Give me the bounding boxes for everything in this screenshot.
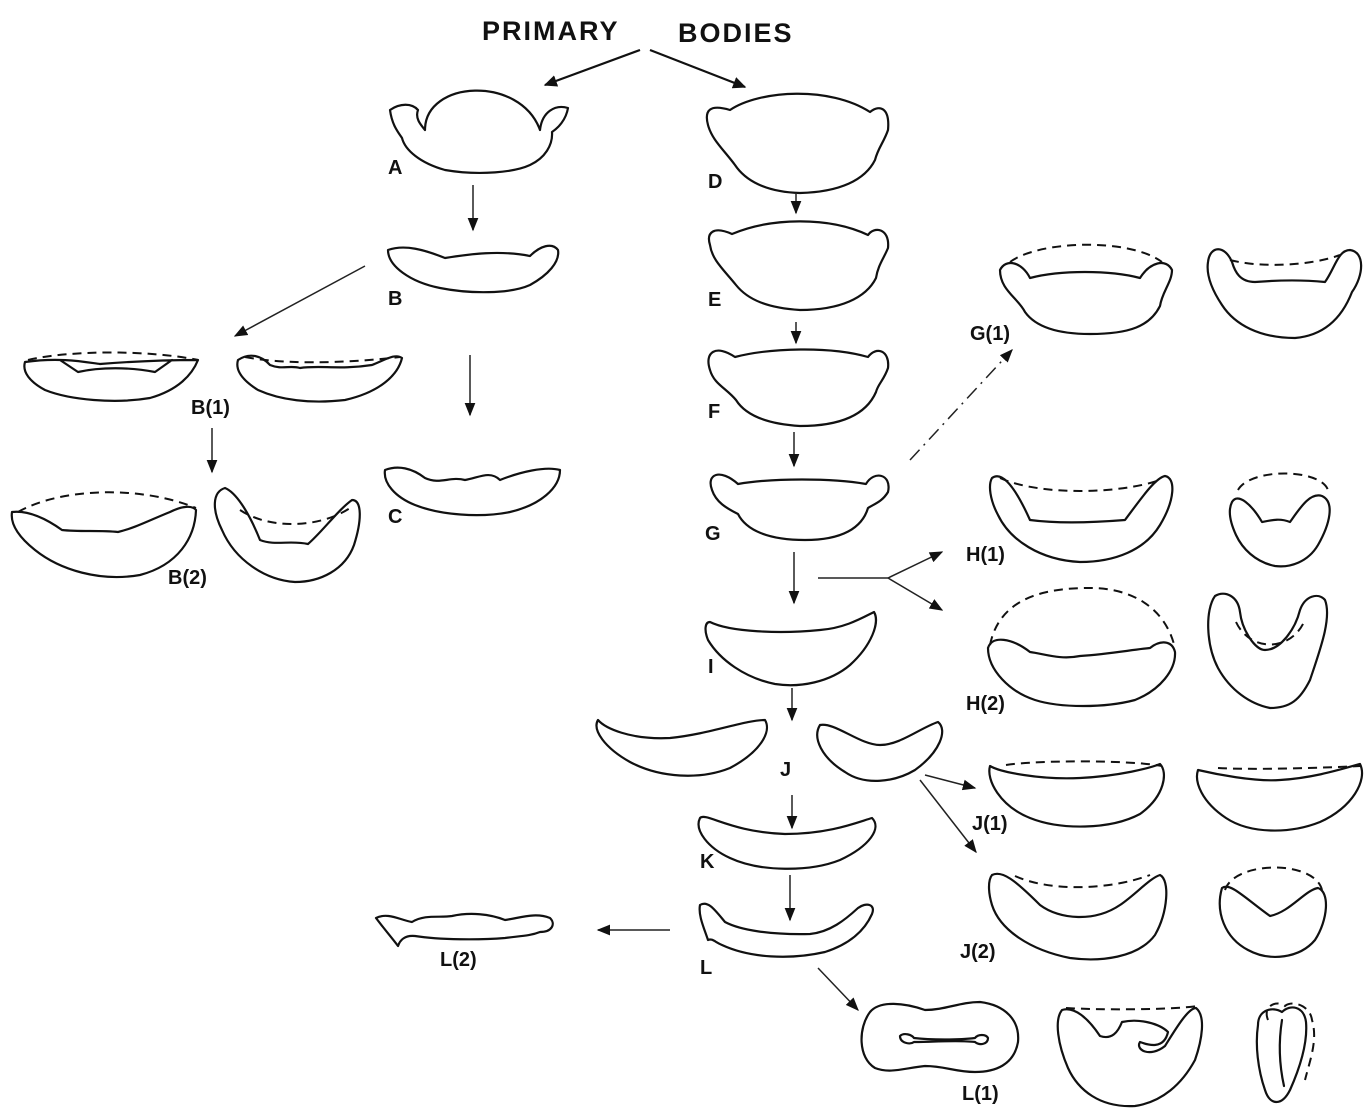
body-h2-view-2: [1207, 592, 1329, 710]
body-j-view-2: [816, 720, 944, 782]
body-h1-view-2: [1228, 472, 1331, 568]
title-bodies: BODIES: [678, 18, 794, 48]
body-b2-view-1: [10, 491, 198, 579]
label-e: E: [708, 289, 721, 311]
body-j1-view-1: [988, 760, 1166, 828]
label-h1: H(1): [966, 544, 1005, 566]
body-g: [709, 473, 890, 542]
body-j1-view-2: [1195, 762, 1364, 832]
body-f: [707, 348, 890, 428]
label-j1: J(1): [972, 813, 1008, 835]
body-b2-view-2: [213, 486, 361, 584]
arrow-g-to-g1: [909, 349, 1013, 461]
label-f: F: [708, 401, 720, 423]
body-l: [698, 902, 874, 958]
body-c: [383, 466, 562, 517]
body-l1-view-1: [860, 1000, 1020, 1074]
arrow-j-to-j1: [924, 774, 977, 791]
label-l2: L(2): [440, 949, 477, 971]
body-b1-view-2: [236, 354, 404, 403]
body-h1-view-1: [988, 474, 1174, 564]
body-e: [707, 220, 890, 312]
label-c: C: [388, 506, 402, 528]
body-j2-view-2: [1218, 866, 1328, 958]
label-b: B: [388, 288, 402, 310]
label-b1: B(1): [191, 397, 230, 419]
label-d: D: [708, 171, 722, 193]
body-a: [388, 89, 570, 174]
label-k: K: [700, 851, 715, 873]
body-j2-view-1: [987, 872, 1168, 961]
body-j-view-1: [595, 718, 768, 777]
body-d: [705, 92, 890, 195]
label-g1: G(1): [970, 323, 1010, 345]
arrow-l-to-l1: [817, 967, 859, 1011]
label-i: I: [708, 656, 714, 678]
body-l1-view-2: [1056, 1005, 1204, 1108]
body-i: [704, 610, 878, 687]
body-l1-view-3: [1255, 1002, 1316, 1104]
label-a: A: [388, 157, 402, 179]
arrow-g-to-h-branch: [818, 551, 944, 611]
body-k: [697, 815, 877, 870]
body-g1-view-1: [998, 243, 1174, 336]
label-g: G: [705, 523, 721, 545]
body-g1-view-2: [1206, 248, 1363, 340]
arrow-b-to-b1: [233, 265, 366, 337]
body-l2: [374, 912, 554, 948]
title-primary: PRIMARY: [482, 16, 620, 46]
body-h2-view-1: [986, 586, 1177, 708]
arrow-title-to-d: [649, 48, 747, 89]
label-l: L: [700, 957, 712, 979]
label-j: J: [780, 759, 791, 781]
label-l1: L(1): [962, 1083, 999, 1105]
arrow-j-to-j2: [919, 779, 977, 854]
label-j2: J(2): [960, 941, 996, 963]
arrow-title-to-a: [543, 48, 641, 87]
body-b: [386, 244, 560, 294]
body-b1-view-1: [23, 351, 200, 402]
label-h2: H(2): [966, 693, 1005, 715]
label-b2: B(2): [168, 567, 207, 589]
